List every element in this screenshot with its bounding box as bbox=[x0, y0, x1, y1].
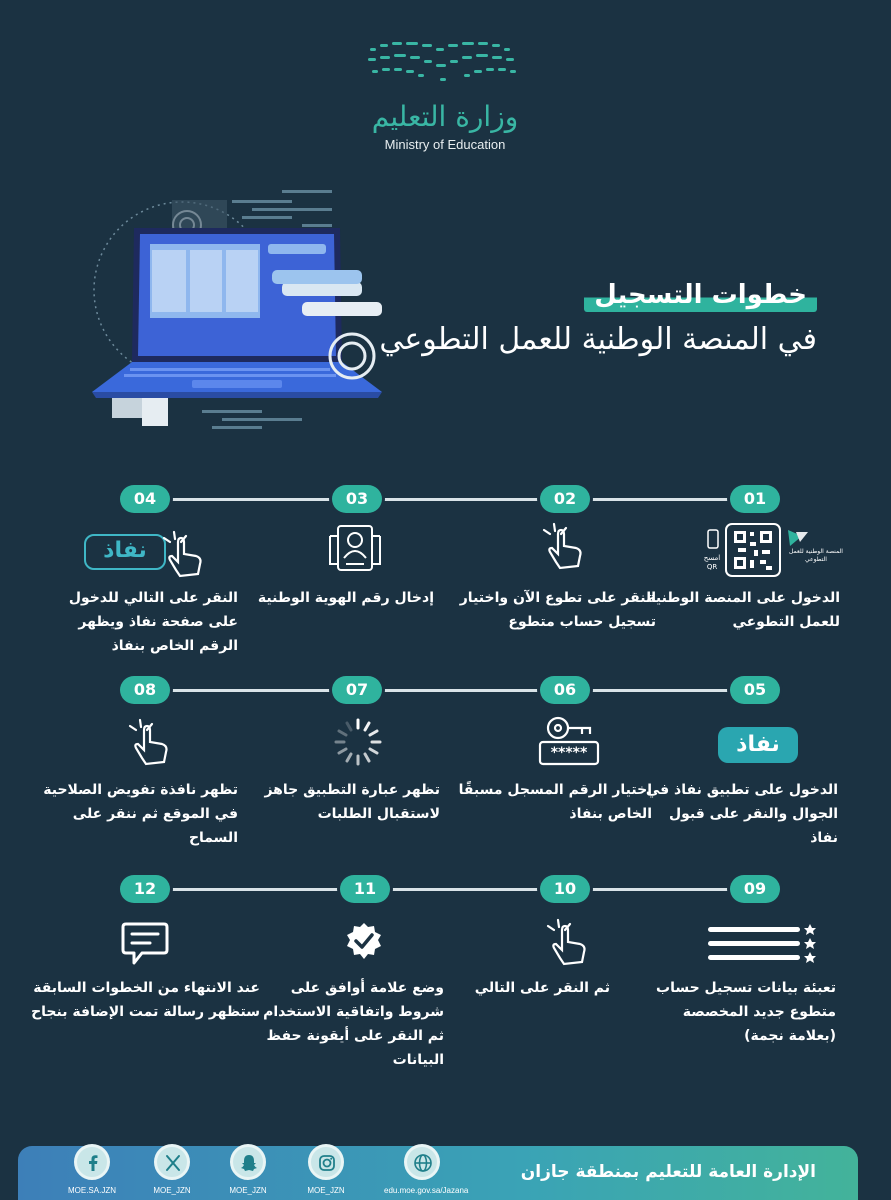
snapchat-link[interactable]: MOE_JZN bbox=[210, 1144, 286, 1195]
step-badge-04: 04 bbox=[120, 485, 170, 513]
snapchat-label: MOE_JZN bbox=[229, 1186, 267, 1195]
step-text-01: الدخول على المنصة الوطنية للعمل التطوعي bbox=[647, 590, 840, 630]
instagram-icon bbox=[308, 1144, 344, 1180]
step-text-03: إدخال رقم الهوية الوطنية bbox=[257, 590, 434, 606]
hand-tap-icon bbox=[544, 918, 592, 972]
id-card-icon bbox=[328, 522, 382, 578]
website-label: edu.moe.gov.sa/Jazana bbox=[384, 1186, 469, 1195]
facebook-label: MOE.SA.JZN bbox=[67, 1186, 116, 1195]
step-badge-10: 10 bbox=[540, 875, 590, 903]
logo-english-name: Ministry of Education bbox=[384, 137, 506, 152]
nafath-label: نفاذ bbox=[84, 534, 166, 570]
facebook-icon bbox=[74, 1144, 110, 1180]
laptop-illustration bbox=[72, 180, 412, 440]
snapchat-icon bbox=[230, 1144, 266, 1180]
x-label: MOE_JZN bbox=[153, 1186, 191, 1195]
qr-code-icon bbox=[704, 522, 814, 578]
nafath-tap-icon: نفاذ bbox=[84, 530, 210, 580]
step-badge-07: 07 bbox=[332, 676, 382, 704]
loading-spinner-icon bbox=[332, 716, 384, 772]
hand-tap-icon bbox=[126, 718, 174, 772]
step-text-06: اختيار الرقم المسجل مسبقًا الخاص بنفاذ bbox=[458, 782, 652, 822]
step-text-07: تظهر عبارة التطبيق جاهز لاستقبال الطلبات bbox=[264, 782, 440, 822]
x-link[interactable]: MOE_JZN bbox=[134, 1144, 210, 1195]
ministry-logo: وزارة التعليم Ministry of Education bbox=[360, 38, 530, 152]
step-text-02: النقر على تطوع الآن واختيار تسجيل حساب م… bbox=[459, 590, 656, 630]
step-badge-11: 11 bbox=[340, 875, 390, 903]
platform-logo-label: المنصة الوطنية للعمل التطوعي bbox=[789, 548, 843, 563]
logo-dots-icon bbox=[360, 38, 530, 90]
step-text-09: تعبئة بيانات تسجيل حساب متطوع جديد المخص… bbox=[656, 980, 836, 1044]
footer-title: الإدارة العامة للتعليم بمنطقة جازان bbox=[520, 1162, 816, 1182]
step-text-04: النقر على التالي للدخول على صفحة نفاذ وي… bbox=[68, 590, 238, 654]
x-icon bbox=[154, 1144, 190, 1180]
step-text-05: الدخول على تطبيق نفاذ في الجوال والنقر ع… bbox=[645, 782, 838, 846]
check-badge-icon bbox=[344, 922, 384, 966]
page-title-block: خطوات التسجيل في المنصة الوطنية للعمل ال… bbox=[379, 280, 817, 357]
logo-arabic-name: وزارة التعليم bbox=[371, 100, 519, 133]
step-badge-12: 12 bbox=[120, 875, 170, 903]
step-text-12: عند الانتهاء من الخطوات السابقة ستظهر رس… bbox=[31, 980, 260, 1020]
step-badge-03: 03 bbox=[332, 485, 382, 513]
step-text-10: ثم النقر على التالي bbox=[474, 980, 610, 996]
hand-tap-icon bbox=[540, 522, 588, 576]
starred-list-icon bbox=[708, 924, 818, 968]
step-badge-01: 01 bbox=[730, 485, 780, 513]
page-title: خطوات التسجيل bbox=[584, 280, 817, 312]
step-badge-08: 08 bbox=[120, 676, 170, 704]
step-badge-05: 05 bbox=[730, 676, 780, 704]
page-subtitle: في المنصة الوطنية للعمل التطوعي bbox=[379, 322, 817, 357]
instagram-link[interactable]: MOE_JZN bbox=[288, 1144, 364, 1195]
step-text-11: وضع علامة أوافق على شروط واتفاقية الاستخ… bbox=[263, 980, 444, 1068]
timeline-row-1 bbox=[148, 498, 758, 501]
password-mask: ***** bbox=[550, 745, 588, 761]
qr-scan-label: امسح QR bbox=[703, 554, 721, 571]
message-icon bbox=[120, 920, 170, 972]
step-text-08: تظهر نافذة تفويض الصلاحية في الموقع ثم ن… bbox=[43, 782, 238, 846]
step-badge-02: 02 bbox=[540, 485, 590, 513]
instagram-label: MOE_JZN bbox=[307, 1186, 345, 1195]
website-link[interactable]: edu.moe.gov.sa/Jazana bbox=[384, 1144, 469, 1195]
timeline-row-3 bbox=[148, 888, 758, 891]
key-password-icon: ***** bbox=[536, 714, 602, 770]
timeline-row-2 bbox=[148, 689, 758, 692]
step-badge-06: 06 bbox=[540, 676, 590, 704]
footer-bar: الإدارة العامة للتعليم بمنطقة جازان edu.… bbox=[18, 1144, 858, 1200]
step-badge-09: 09 bbox=[730, 875, 780, 903]
facebook-link[interactable]: MOE.SA.JZN bbox=[54, 1144, 130, 1195]
nafath-logo-icon: نفاذ bbox=[718, 727, 798, 763]
globe-icon bbox=[404, 1144, 440, 1180]
